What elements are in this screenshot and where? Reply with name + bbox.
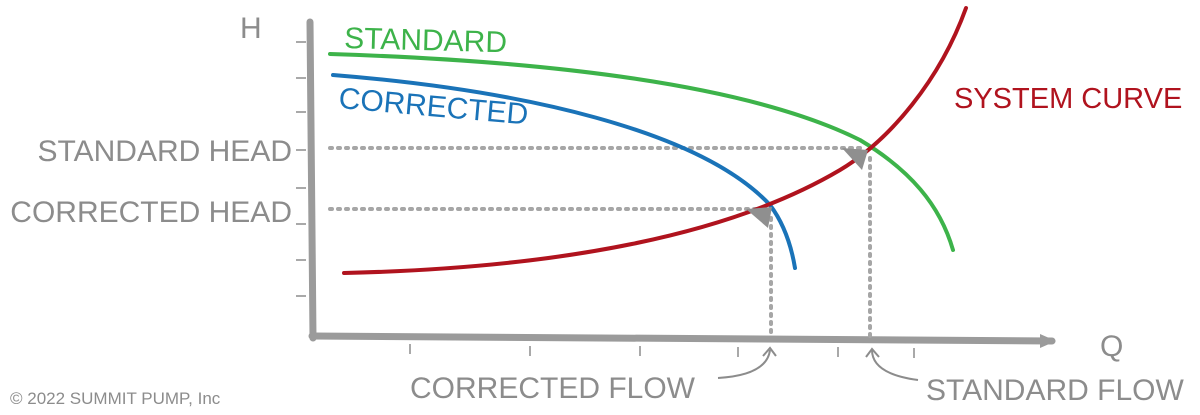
corrected-flow-leader bbox=[717, 349, 771, 379]
corrected-head-label: CORRECTED HEAD bbox=[10, 196, 292, 229]
standard-flow-leader-arrow bbox=[865, 347, 880, 358]
standard-operating-point-marker bbox=[842, 148, 868, 170]
x-axis-arrowhead bbox=[1040, 334, 1056, 348]
axes bbox=[296, 18, 1056, 358]
x-axis bbox=[308, 332, 1056, 345]
corrected-curve-label: CORRECTED bbox=[337, 82, 529, 131]
standard-flow-label: STANDARD FLOW bbox=[926, 374, 1184, 407]
standard-curve-label: STANDARD bbox=[344, 22, 508, 59]
system-curve-label: SYSTEM CURVE bbox=[954, 83, 1182, 115]
y-axis-ticks bbox=[296, 41, 306, 297]
x-axis-ticks bbox=[409, 344, 915, 358]
corrected-flow-label: CORRECTED FLOW bbox=[410, 372, 696, 405]
x-axis-label: Q bbox=[1100, 330, 1123, 363]
standard-curve bbox=[328, 52, 955, 252]
standard-head-label: STANDARD HEAD bbox=[38, 135, 292, 168]
copyright-notice: © 2022 SUMMIT PUMP, Inc bbox=[10, 389, 221, 408]
corrected-operating-point-marker bbox=[746, 207, 772, 228]
corrected-flow-leader-arrow bbox=[762, 346, 777, 357]
guide-lines bbox=[328, 146, 872, 340]
y-axis bbox=[306, 18, 317, 342]
system-curve bbox=[342, 6, 968, 275]
standard-flow-leader bbox=[871, 349, 919, 381]
y-axis-label: H bbox=[240, 12, 262, 45]
corrected-curve bbox=[331, 73, 797, 270]
